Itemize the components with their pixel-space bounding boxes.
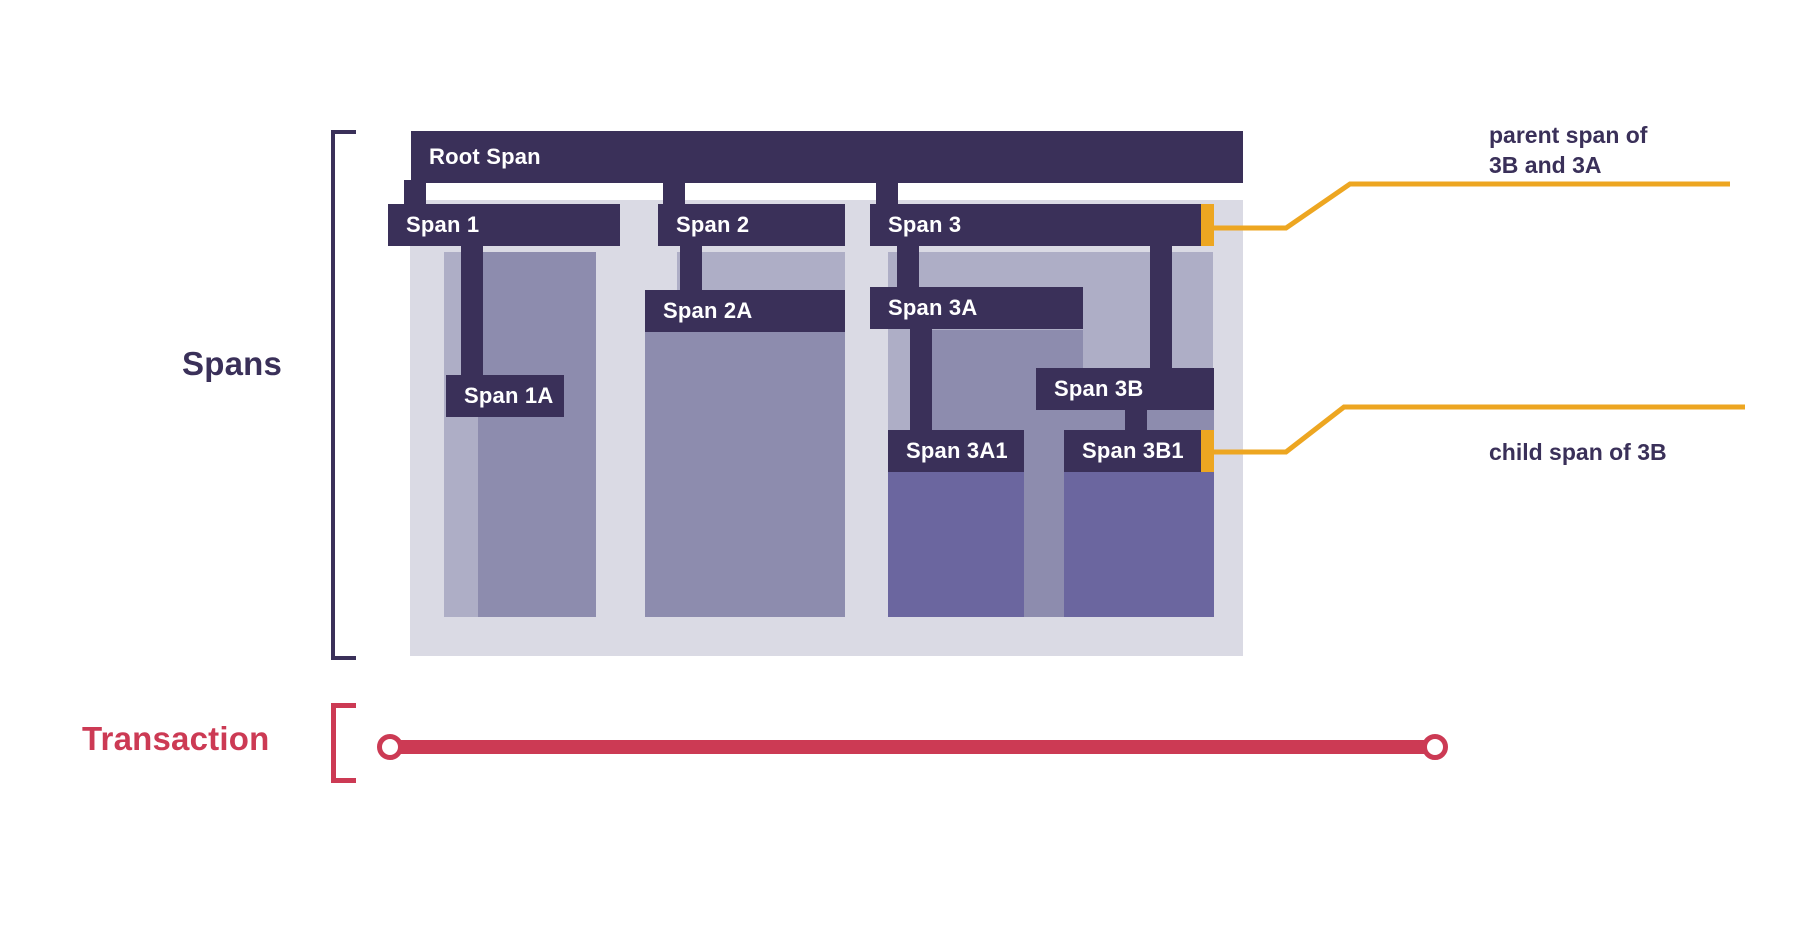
span-2a-header[interactable]: Span 2A: [645, 290, 845, 332]
span-1a-body: [478, 252, 596, 617]
annotation-parent-span-line1: parent span of: [1489, 122, 1648, 148]
connector-span-3b-to-span-3b1: [1125, 404, 1147, 436]
parent-span-highlight-marker: [1201, 204, 1214, 246]
span-1a-header[interactable]: Span 1A: [446, 375, 564, 417]
connector-root-to-span-1: [404, 180, 426, 208]
span-3a1-header[interactable]: Span 3A1: [888, 430, 1024, 472]
transaction-bracket: [331, 703, 356, 783]
annotation-parent-span: parent span of 3B and 3A: [1489, 120, 1789, 181]
annotation-child-span-line1: child span of 3B: [1489, 439, 1667, 465]
connector-root-to-span-2: [663, 180, 685, 208]
span-3a-header[interactable]: Span 3A: [870, 287, 1083, 329]
transaction-start-marker: [377, 734, 403, 760]
connector-span-3-to-span-3a: [897, 246, 919, 292]
child-span-highlight-marker: [1201, 430, 1214, 472]
spans-section-label: Spans: [182, 345, 283, 382]
span-1-header[interactable]: Span 1: [388, 204, 620, 246]
span-root-header[interactable]: Root Span: [411, 131, 1243, 183]
span-3b1-header[interactable]: Span 3B1: [1064, 430, 1214, 472]
connector-span-3-to-span-3b: [1150, 244, 1172, 372]
connector-span-3a-to-span-3a1: [910, 325, 932, 435]
span-3b-header[interactable]: Span 3B: [1036, 368, 1214, 410]
connector-span-1-to-span-1a: [461, 246, 483, 381]
leader-line-parent-span: [1214, 181, 1730, 231]
span-2a-body: [645, 290, 845, 617]
connector-span-2-to-span-2a: [680, 246, 702, 296]
transaction-end-marker: [1422, 734, 1448, 760]
spans-bracket: [331, 130, 356, 660]
annotation-child-span: child span of 3B: [1489, 437, 1789, 467]
annotation-parent-span-line2: 3B and 3A: [1489, 152, 1602, 179]
transaction-section-label: Transaction: [82, 720, 270, 757]
span-3-header[interactable]: Span 3: [870, 204, 1213, 246]
transaction-timeline-bar: [388, 740, 1438, 754]
connector-root-to-span-3: [876, 180, 898, 208]
span-2-header[interactable]: Span 2: [658, 204, 845, 246]
